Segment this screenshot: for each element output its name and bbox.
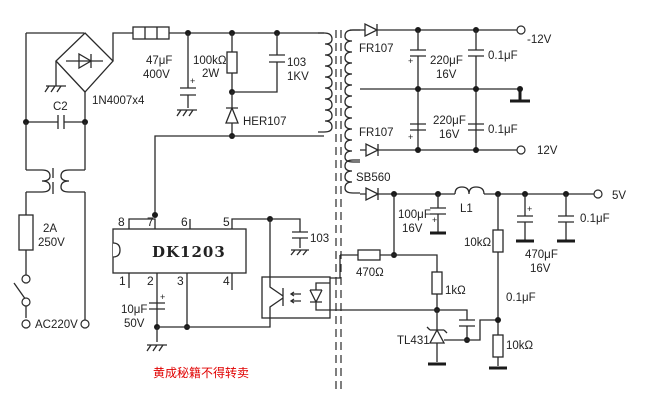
- 5v-output-label: 5V: [612, 190, 626, 202]
- svg-text:+: +: [190, 76, 195, 86]
- cap-100-value: 100μF: [398, 209, 431, 221]
- ac-input-section: 1N4007x4 C2 2A 250V AC220V: [13, 32, 145, 331]
- cap-470-voltage: 16V: [530, 263, 551, 275]
- pin-8: 8: [118, 215, 125, 229]
- fuse-rating: 2A: [43, 223, 57, 235]
- primary-section: 47μF 400V + 100kΩ 2W 103 1KV HER107: [112, 26, 324, 218]
- pin-2: 2: [147, 274, 154, 288]
- pin-4: 4: [223, 274, 230, 288]
- fb-cap-label: 0.1μF: [506, 292, 536, 304]
- watermark-text: 黄成秘籍不得转卖: [153, 365, 249, 380]
- pin5-cap-label: 103: [310, 233, 329, 245]
- vcc-cap-voltage: 50V: [124, 318, 145, 330]
- terminal-5v: [593, 189, 603, 199]
- svg-text:+: +: [527, 204, 532, 214]
- resistor-1k: [431, 271, 443, 295]
- ac-input-label: AC220V: [35, 319, 78, 331]
- snubber-cap-voltage: 1KV: [287, 71, 309, 83]
- resistor-10k-bottom: [492, 334, 504, 358]
- dual-12v-outputs: FR107 -12V + 220μF 16V 0.1μF + 220μF 16V…: [350, 22, 558, 158]
- transformer: [318, 29, 360, 390]
- bridge-rectifier: [55, 32, 114, 93]
- pos12-output-label: 12V: [537, 145, 558, 157]
- pin-7: 7: [147, 215, 154, 229]
- resistor-470: [357, 249, 381, 261]
- pos12-diode-label: FR107: [359, 127, 394, 139]
- neg12-small-cap: 0.1μF: [488, 50, 518, 62]
- svg-text:+: +: [408, 132, 413, 142]
- terminal-neg12v: [516, 25, 526, 35]
- snubber-diode-label: HER107: [243, 116, 286, 128]
- cap-5v-small: 0.1μF: [580, 213, 610, 225]
- ic-name: DK1203: [152, 243, 226, 261]
- cap-470-value: 470μF: [525, 249, 558, 261]
- pin-1: 1: [119, 274, 126, 288]
- inductor-label: L1: [460, 203, 473, 215]
- optocoupler: [261, 276, 331, 319]
- neg12-output-label: -12V: [527, 34, 552, 46]
- neg12-diode-label: FR107: [359, 43, 394, 55]
- feedback-section: 470Ω 1kΩ TL431 10kΩ 0.1μF 10kΩ: [330, 194, 536, 370]
- fuse-voltage: 250V: [38, 237, 65, 249]
- snubber-res-value: 100kΩ: [193, 55, 227, 67]
- pos12-cap-value: 220μF: [433, 115, 466, 127]
- c2-label: C2: [53, 101, 68, 113]
- res-1k-label: 1kΩ: [445, 285, 466, 297]
- bulk-cap-value: 47μF: [146, 55, 172, 67]
- tl431-label: TL431: [397, 335, 430, 347]
- power-switch: [13, 282, 27, 301]
- bridge-label: 1N4007x4: [92, 95, 145, 107]
- neg12-cap-value: 220μF: [430, 55, 463, 67]
- ac-terminal-right: [80, 319, 90, 329]
- pin-3: 3: [177, 274, 184, 288]
- ntc-thermistor: [132, 26, 170, 40]
- pos12-cap-voltage: 16V: [439, 129, 460, 141]
- svg-text:+: +: [432, 215, 437, 225]
- inductor-l1: [454, 186, 485, 195]
- controller-section: DK1203 8 7 6 5 1 2 3 4 + 10μF 50V 103: [112, 215, 331, 352]
- neg12-cap-voltage: 16V: [436, 69, 457, 81]
- snubber-resistor: [226, 51, 238, 74]
- cap-100-voltage: 16V: [402, 223, 423, 235]
- vcc-cap-value: 10μF: [121, 304, 147, 316]
- 5v-output-section: SB560 L1 5V + 100μF 16V + 470μF 16V 0.1μ…: [356, 172, 626, 275]
- schottky-label: SB560: [356, 172, 391, 184]
- ground-symbol: [510, 89, 530, 103]
- res-10k-top-label: 10kΩ: [464, 237, 492, 249]
- res-10k-bottom-label: 10kΩ: [506, 340, 534, 352]
- bulk-cap-voltage: 400V: [143, 69, 170, 81]
- ac-terminal-left: [21, 319, 31, 329]
- resistor-10k-top: [492, 229, 504, 253]
- fuse: [18, 214, 34, 251]
- pin-6: 6: [181, 215, 188, 229]
- snubber-res-power: 2W: [202, 68, 219, 80]
- pin-5: 5: [223, 215, 230, 229]
- pos12-small-cap: 0.1μF: [488, 124, 518, 136]
- terminal-pos12v: [516, 145, 526, 155]
- svg-text:+: +: [160, 292, 165, 302]
- svg-text:+: +: [408, 56, 413, 66]
- res-470-label: 470Ω: [356, 267, 384, 279]
- snubber-cap-value: 103: [287, 57, 306, 69]
